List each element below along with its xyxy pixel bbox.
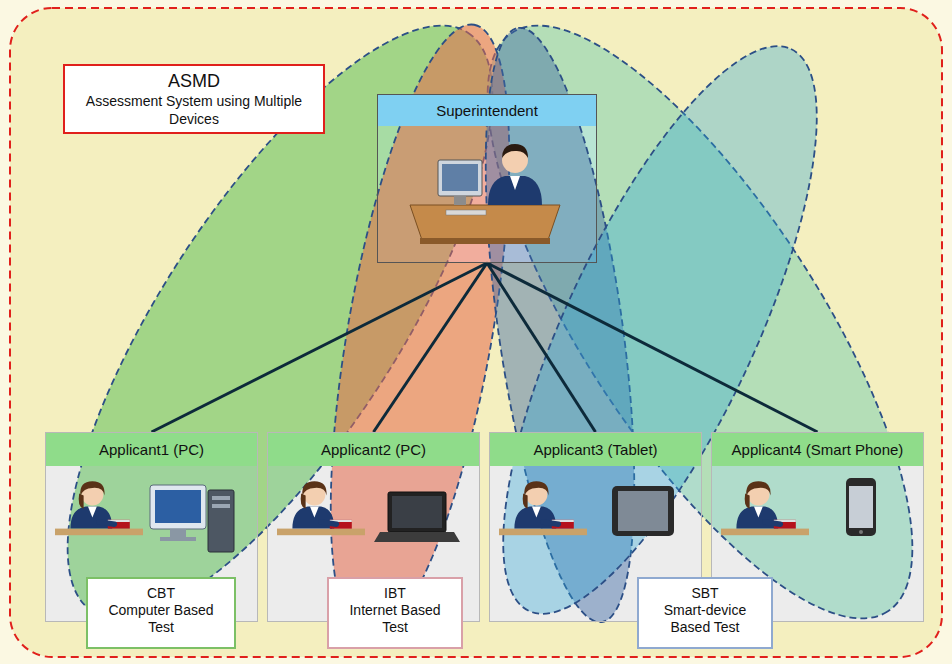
node-title: Applicant1 (PC) (46, 433, 257, 466)
node-subtitle: Internet Based Test (335, 602, 455, 636)
connector-line (374, 263, 488, 432)
node-title: SBT (645, 585, 765, 602)
laptop-icon (374, 492, 460, 542)
node-title: Applicant4 (Smart Phone) (712, 433, 923, 466)
node-title: Superintendent (378, 95, 596, 126)
test-type-box: IBTInternet Based Test (327, 577, 463, 649)
smartphone-icon (846, 478, 876, 536)
test-type-box: SBTSmart-device Based Test (637, 577, 773, 649)
node-subtitle: Computer Based Test (94, 602, 228, 636)
desktop-pc-icon (150, 485, 234, 552)
tablet-icon (612, 486, 674, 536)
connector-line (152, 263, 488, 432)
node-title: Applicant3 (Tablet) (490, 433, 701, 466)
title-box: ASMDAssessment System using Multiple Dev… (63, 64, 325, 134)
connector-line (487, 263, 818, 432)
node-title: Applicant2 (PC) (268, 433, 479, 466)
node-title: ASMD (73, 70, 315, 92)
applicant-figures (55, 481, 809, 535)
node-subtitle: Smart-device Based Test (645, 602, 765, 636)
superintendent-box: Superintendent (377, 94, 597, 263)
node-title: IBT (335, 585, 455, 602)
node-title: CBT (94, 585, 228, 602)
superintendent-figure (410, 144, 560, 244)
connector-line (487, 263, 596, 432)
test-type-box: CBTComputer Based Test (86, 577, 236, 649)
node-subtitle: Assessment System using Multiple Devices (73, 92, 315, 128)
